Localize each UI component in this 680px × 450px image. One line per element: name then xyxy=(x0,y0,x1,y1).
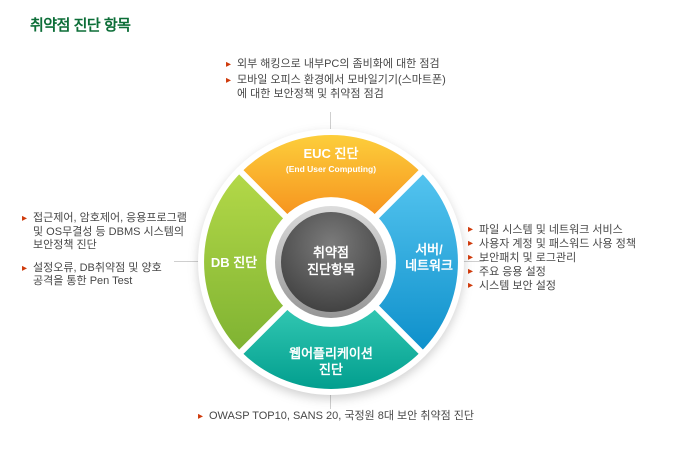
bullet-arrow-icon: ▸ xyxy=(198,411,204,422)
center-label-line1: 취약점 xyxy=(313,245,349,260)
annotation-line: 파일 시스템 및 네트워크 서비스 xyxy=(479,224,623,236)
annotation-line: 보안패치 및 로그관리 xyxy=(479,252,577,264)
annotation-line: 사용자 계정 및 패스워드 사용 정책 xyxy=(479,238,636,250)
bullet-item: ▸ 모바일 오피스 환경에서 모바일기기(스마트폰) 에 대한 보안정책 및 취… xyxy=(226,74,446,101)
annotation-line: 외부 해킹으로 내부PC의 좀비화에 대한 점검 xyxy=(237,58,440,70)
bullet-arrow-icon: ▸ xyxy=(468,252,474,263)
bullet-item: ▸ 파일 시스템 및 네트워크 서비스 xyxy=(468,223,668,237)
annotation-line: 시스템 보안 설정 xyxy=(479,280,556,292)
segment-euc-sublabel: (End User Computing) xyxy=(286,164,376,174)
annotation-webapp: ▸ OWASP TOP10, SANS 20, 국정원 8대 보안 취약점 진단 xyxy=(198,410,474,424)
donut-svg: EUC 진단 (End User Computing) 서버/ 네트워크 웹어플… xyxy=(198,129,464,395)
bullet-arrow-icon: ▸ xyxy=(226,75,232,86)
annotation-line: 공격을 통한 Pen Test xyxy=(33,275,133,287)
segment-db xyxy=(198,167,291,357)
annotation-line: OWASP TOP10, SANS 20, 국정원 8대 보안 취약점 진단 xyxy=(209,410,474,422)
bullet-item: ▸ 시스템 보안 설정 xyxy=(468,279,668,293)
bullet-arrow-icon: ▸ xyxy=(22,262,28,274)
annotation-db: ▸ 접근제어, 암호제어, 응용프로그램 및 OS무결성 등 DBMS 시스템의… xyxy=(22,212,200,289)
annotation-line: 에 대한 보안정책 및 취약점 점검 xyxy=(237,87,384,100)
bullet-item: ▸ 주요 응용 설정 xyxy=(468,265,668,279)
segment-webapp-label-line1: 웹어플리케이션 xyxy=(289,346,373,361)
bullet-arrow-icon: ▸ xyxy=(468,224,474,235)
annotation-euc: ▸ 외부 해킹으로 내부PC의 좀비화에 대한 점검 ▸ 모바일 오피스 환경에… xyxy=(226,58,446,101)
segment-webapp-label-line2: 진단 xyxy=(319,362,343,377)
segment-db-label: DB 진단 xyxy=(211,255,257,270)
bullet-item: ▸ OWASP TOP10, SANS 20, 국정원 8대 보안 취약점 진단 xyxy=(198,410,474,424)
bullet-item: ▸ 접근제어, 암호제어, 응용프로그램 및 OS무결성 등 DBMS 시스템의… xyxy=(22,212,200,253)
bullet-item: ▸ 외부 해킹으로 내부PC의 좀비화에 대한 점검 xyxy=(226,58,446,72)
segment-euc xyxy=(236,129,426,222)
center-label-line2: 진단항목 xyxy=(307,262,355,277)
annotation-server-network: ▸ 파일 시스템 및 네트워크 서비스 ▸ 사용자 계정 및 패스워드 사용 정… xyxy=(468,223,668,293)
annotation-line: 및 OS무결성 등 DBMS 시스템의 xyxy=(33,225,184,238)
annotation-line: 접근제어, 암호제어, 응용프로그램 xyxy=(33,212,187,224)
segment-euc-label: EUC 진단 xyxy=(304,146,359,161)
segment-server-label-line2: 네트워크 xyxy=(405,258,453,273)
bullet-arrow-icon: ▸ xyxy=(468,280,474,291)
bullet-arrow-icon: ▸ xyxy=(22,213,28,224)
annotation-line: 설정오류, DB취약점 및 양호 xyxy=(33,261,162,274)
bullet-arrow-icon: ▸ xyxy=(226,59,232,70)
annotation-line: 모바일 오피스 환경에서 모바일기기(스마트폰) xyxy=(237,74,446,86)
annotation-line: 주요 응용 설정 xyxy=(479,266,546,278)
bullet-arrow-icon: ▸ xyxy=(468,238,474,249)
segment-web-application xyxy=(236,302,426,395)
bullet-item: ▸ 보안패치 및 로그관리 xyxy=(468,251,668,265)
diagnosis-donut-diagram: EUC 진단 (End User Computing) 서버/ 네트워크 웹어플… xyxy=(196,127,466,397)
segment-server-label-line1: 서버/ xyxy=(415,242,443,257)
annotation-line: 보안정책 진단 xyxy=(33,239,97,251)
bullet-item: ▸ 사용자 계정 및 패스워드 사용 정책 xyxy=(468,237,668,251)
bullet-arrow-icon: ▸ xyxy=(468,266,474,277)
center-circle xyxy=(281,212,381,312)
page-title: 취약점 진단 항목 xyxy=(30,17,131,34)
bullet-item: ▸ 설정오류, DB취약점 및 양호 공격을 통한 Pen Test xyxy=(22,262,200,289)
segment-server-network xyxy=(371,167,464,357)
